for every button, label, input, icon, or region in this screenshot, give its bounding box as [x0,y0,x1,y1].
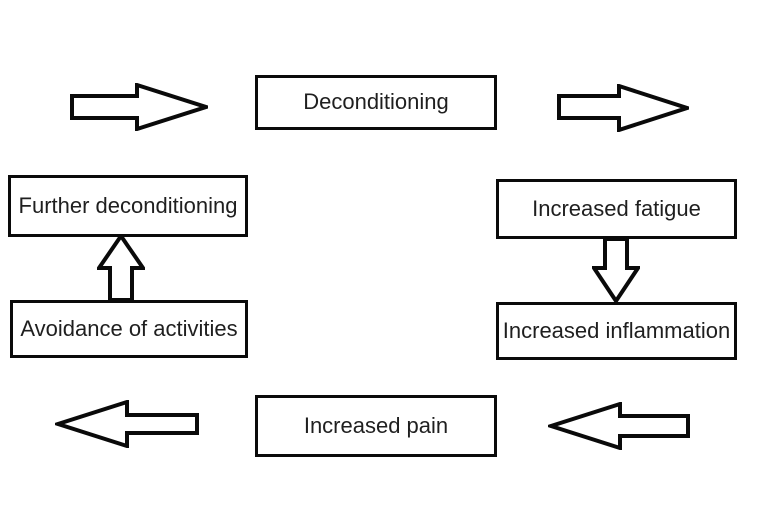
increased-inflammation-box: Increased inflammation [496,302,737,360]
down-arrow-icon [592,237,640,303]
further-deconditioning-box: Further deconditioning [8,175,248,237]
bottom-right-left-arrow-icon [548,402,690,450]
increased-pain-box: Increased pain [255,395,497,457]
deconditioning-label: Deconditioning [303,89,449,115]
bottom-left-left-arrow-icon [55,400,199,448]
increased-fatigue-box: Increased fatigue [496,179,737,239]
increased-pain-label: Increased pain [303,412,449,438]
deconditioning-box: Deconditioning [255,75,497,130]
top-right-right-arrow-icon [557,84,689,132]
increased-fatigue-label: Increased fatigue [532,195,701,221]
increased-inflammation-label: Increased inflammation [502,317,731,343]
avoidance-of-activities-box: Avoidance of activities [10,300,248,358]
up-arrow-icon [97,234,145,302]
top-left-right-arrow-icon [70,83,208,131]
further-deconditioning-label: Further deconditioning [18,192,238,218]
avoidance-of-activities-label: Avoidance of activities [20,315,238,341]
